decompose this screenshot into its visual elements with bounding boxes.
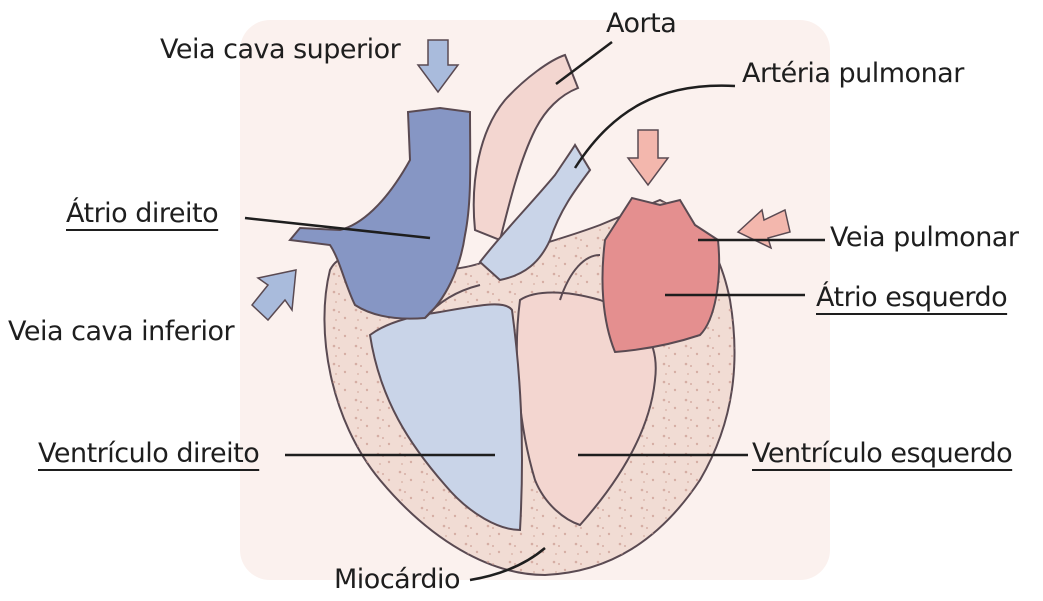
label-aorta: Aorta	[606, 10, 676, 37]
label-miocardio: Miocárdio	[334, 566, 460, 593]
label-ventriculo-direito: Ventrículo direito	[38, 440, 259, 467]
label-atrio-direito: Átrio direito	[66, 200, 218, 227]
label-ventriculo-esquerdo: Ventrículo esquerdo	[752, 440, 1012, 467]
label-veia-cava-inferior: Veia cava inferior	[8, 318, 234, 345]
label-arteria-pulmonar: Artéria pulmonar	[742, 60, 964, 87]
label-veia-cava-superior: Veia cava superior	[160, 36, 400, 63]
label-veia-pulmonar: Veia pulmonar	[830, 224, 1018, 251]
label-atrio-esquerdo: Átrio esquerdo	[816, 284, 1007, 311]
